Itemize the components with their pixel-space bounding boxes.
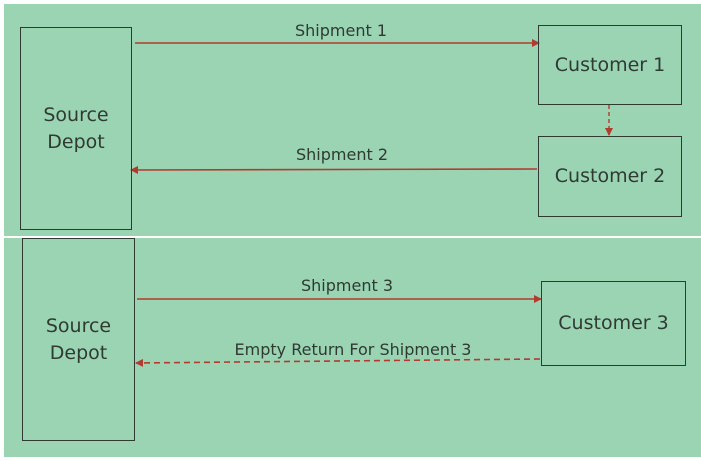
customer-2-label: Customer 2: [554, 165, 666, 187]
source-depot-top-label-line2: Depot: [47, 130, 105, 153]
source-depot-bottom-node: Source Depot: [22, 238, 135, 441]
customer-1-label: Customer 1: [554, 53, 666, 76]
source-depot-bottom-label-line1: Source: [45, 314, 112, 337]
shipment-2-label: Shipment 2: [295, 145, 389, 164]
bottom-panel-background: [4, 238, 701, 457]
empty-return-3-arrow: [135, 358, 541, 367]
customer-3-node: Customer 3: [541, 281, 686, 366]
source-depot-bottom-label: Source Depot: [46, 313, 111, 367]
customer-3-label: Customer 3: [558, 312, 669, 334]
empty-return-3-label: Empty Return For Shipment 3: [234, 340, 472, 359]
source-depot-top-label: Source Depot: [43, 102, 108, 156]
shipment-3-label: Shipment 3: [300, 276, 394, 295]
customer-1-node: Customer 1: [538, 25, 682, 105]
source-depot-bottom-label-line2: Depot: [49, 341, 108, 364]
shipment-2-arrow: [130, 165, 538, 174]
shipment-1-label: Shipment 1: [294, 21, 388, 40]
source-depot-top-node: Source Depot: [20, 27, 132, 230]
source-depot-top-label-line1: Source: [43, 103, 109, 126]
customer-2-node: Customer 2: [538, 136, 682, 217]
